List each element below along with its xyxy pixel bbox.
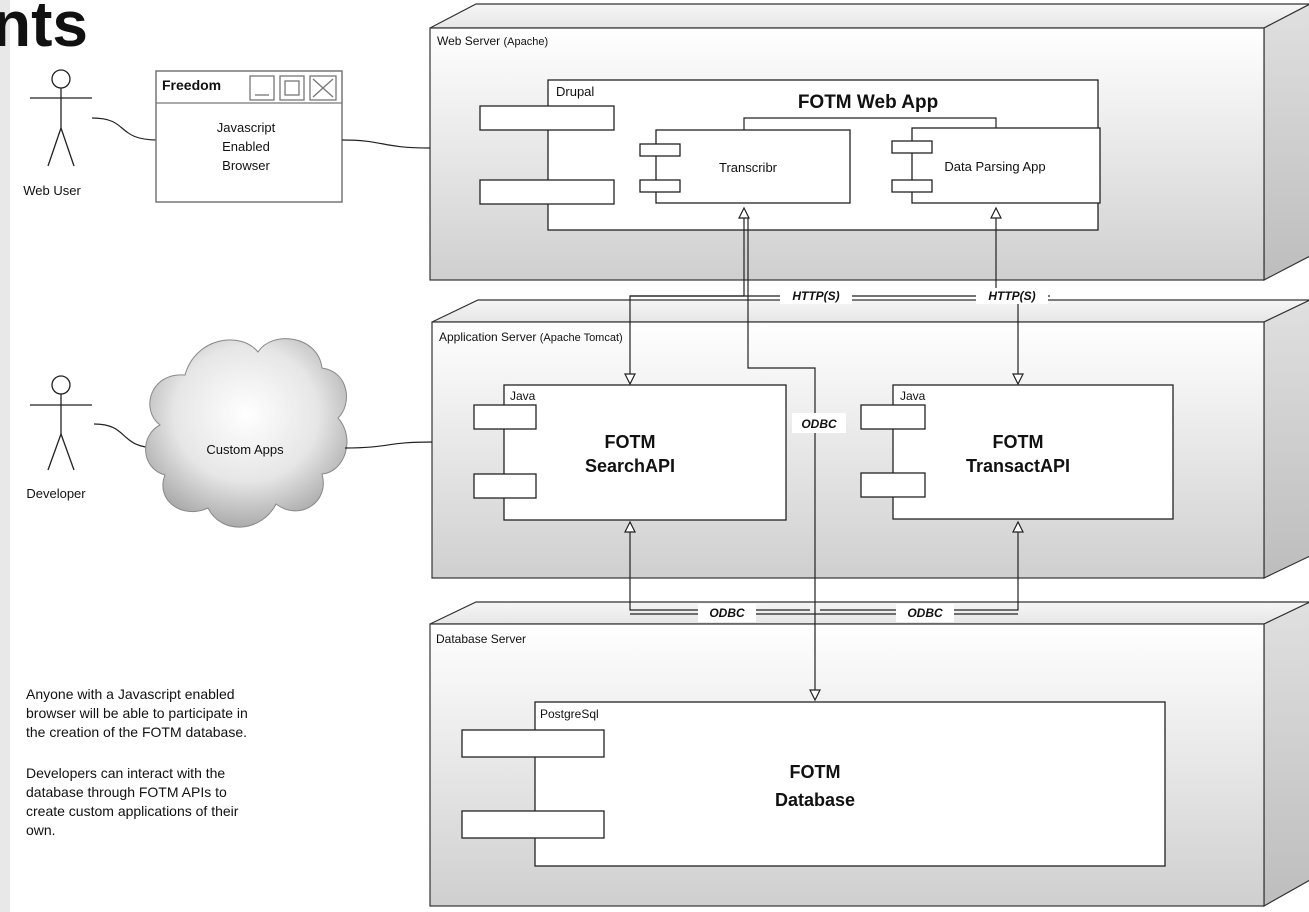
arrowhead-icon [738, 206, 750, 219]
note-p1-line2: browser will be able to participate in [26, 705, 248, 721]
search-api-title-1: FOTM [605, 432, 656, 452]
component-port-icon [479, 105, 615, 131]
developer-actor [30, 375, 92, 471]
web-user-label: Web User [23, 183, 81, 198]
svg-text:Web Server (Apache): Web Server (Apache) [437, 34, 548, 48]
arrowhead-icon [809, 689, 821, 702]
user-browser-link [91, 117, 159, 141]
component-port-icon [860, 472, 926, 498]
actor-head-icon [51, 375, 71, 395]
maximize-icon [279, 75, 305, 101]
transcribr-component: Transcribr [639, 129, 851, 204]
page-heading: nts [0, 0, 88, 60]
browser-title: Freedom [162, 77, 221, 93]
component-port-icon [473, 404, 537, 430]
note-p1-line1: Anyone with a Javascript enabled [26, 686, 235, 702]
svg-text:Application Server (Apache Tom: Application Server (Apache Tomcat) [439, 330, 623, 344]
web-user-actor [30, 69, 92, 167]
custom-apps-label: Custom Apps [206, 442, 284, 457]
transact-api-title-2: TransactAPI [966, 456, 1070, 476]
browser-line-3: Browser [222, 158, 270, 173]
arrowhead-icon [1012, 520, 1024, 533]
search-api-component: Java FOTM SearchAPI [473, 384, 787, 521]
component-port-icon [479, 179, 615, 205]
browser-window: Freedom Javascript Enabled Browser [155, 70, 343, 203]
description-notes: Anyone with a Javascript enabled browser… [26, 686, 248, 838]
component-port-icon [461, 810, 605, 839]
component-port-icon [891, 179, 933, 193]
component-port-icon [639, 179, 681, 193]
arrowhead-icon [624, 520, 636, 533]
browser-line-1: Javascript [217, 120, 276, 135]
database-component: PostgreSql FOTM Database [461, 701, 1166, 867]
component-port-icon [461, 729, 605, 758]
data-parsing-label: Data Parsing App [944, 159, 1045, 174]
arrowhead-icon [990, 206, 1002, 219]
note-p2-line1: Developers can interact with the [26, 765, 225, 781]
database-tag: PostgreSql [540, 707, 599, 721]
connectors: HTTP(S) HTTP(S) ODBC ODBC ODBC [624, 206, 1050, 702]
transact-api-component: Java FOTM TransactAPI [860, 384, 1174, 520]
edge-label-http-2: HTTP(S) [988, 289, 1035, 303]
edge-label-odbc-mid: ODBC [801, 417, 837, 431]
odbc-connector-right [820, 530, 1019, 611]
browser-line-2: Enabled [222, 139, 270, 154]
edge-label-odbc-right: ODBC [907, 606, 943, 620]
component-port-icon [639, 143, 681, 157]
web-server-label: Web Server [437, 34, 500, 48]
transact-api-title-1: FOTM [993, 432, 1044, 452]
developer-label: Developer [26, 486, 86, 501]
db-server-label: Database Server [436, 632, 526, 646]
component-port-icon [891, 140, 933, 154]
cloud-appserver-link [344, 441, 433, 449]
actor-head-icon [51, 69, 71, 89]
web-app-tag: Drupal [556, 84, 594, 99]
transact-api-tag: Java [900, 389, 926, 403]
odbc-connector-center [747, 216, 816, 692]
database-title-1: FOTM [790, 762, 841, 782]
app-server-stereotype: (Apache Tomcat) [540, 332, 623, 344]
arrowhead-icon [624, 373, 636, 386]
edge-label-http-1: HTTP(S) [792, 289, 839, 303]
browser-webserver-link [341, 139, 431, 149]
search-api-tag: Java [510, 389, 536, 403]
minimize-icon [249, 75, 275, 101]
data-parsing-component: Data Parsing App [891, 127, 1101, 204]
subcomponent-link [743, 117, 997, 130]
custom-apps-cloud: Custom Apps [145, 338, 348, 528]
app-server-label: Application Server [439, 330, 536, 344]
web-server-stereotype: (Apache) [503, 36, 548, 48]
component-port-icon [473, 473, 537, 499]
note-p2-line3: create custom applications of their [26, 803, 239, 819]
left-edge-strip [0, 0, 10, 912]
transcribr-label: Transcribr [719, 160, 778, 175]
web-app-title: FOTM Web App [798, 92, 938, 113]
search-api-title-2: SearchAPI [585, 456, 675, 476]
arrowhead-icon [1012, 373, 1024, 386]
note-p1-line3: the creation of the FOTM database. [26, 724, 247, 740]
edge-label-odbc-left: ODBC [709, 606, 745, 620]
component-port-icon [860, 404, 926, 430]
note-p2-line2: database through FOTM APIs to [26, 784, 227, 800]
database-title-2: Database [775, 790, 855, 810]
note-p2-line4: own. [26, 822, 56, 838]
